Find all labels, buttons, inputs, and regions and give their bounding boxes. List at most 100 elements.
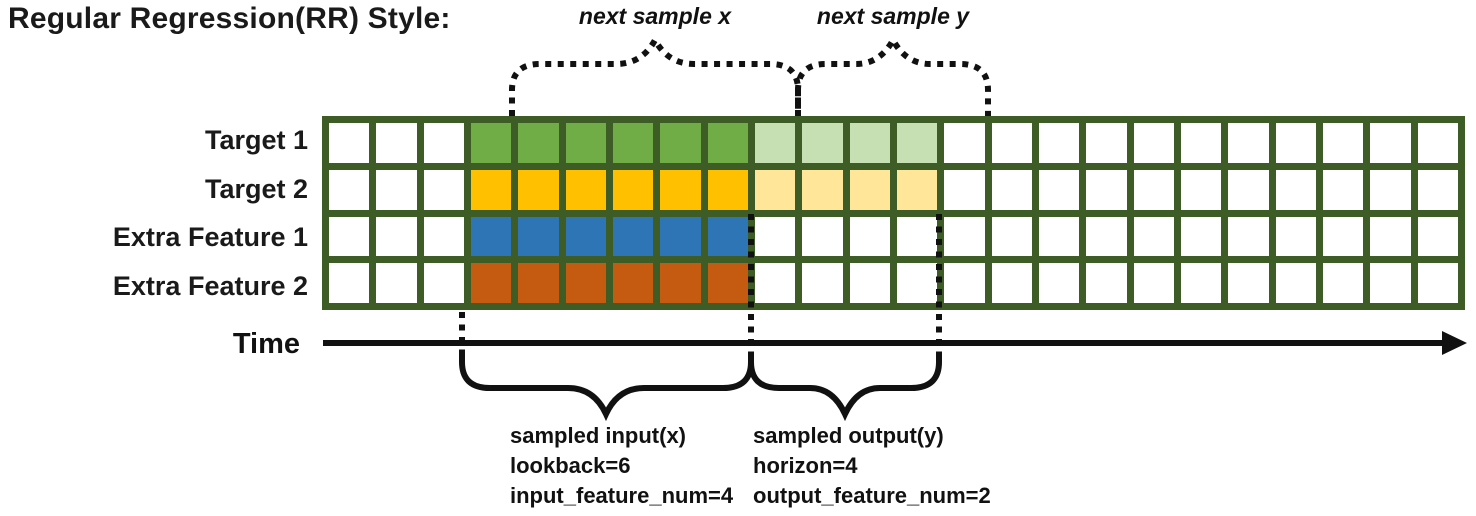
grid-cell	[849, 216, 890, 257]
grid-cell	[1417, 263, 1458, 303]
grid-cell	[1417, 169, 1458, 210]
grid-cell	[944, 169, 985, 210]
grid-cell	[754, 216, 796, 257]
grid-cell	[565, 169, 606, 210]
grid-cell	[802, 263, 843, 303]
grid-cell	[612, 263, 654, 303]
grid-cell	[754, 169, 796, 210]
grid-cell	[991, 263, 1032, 303]
grid-cell	[470, 123, 512, 163]
horizon-value: horizon=4	[753, 453, 858, 478]
grid-cell	[423, 123, 464, 163]
grid-cell	[849, 123, 890, 163]
grid-cell	[1038, 123, 1080, 163]
grid-cell	[1417, 216, 1458, 257]
grid-cell	[1322, 169, 1364, 210]
grid-cell	[660, 169, 701, 210]
grid-cell	[612, 169, 654, 210]
lookback-value: lookback=6	[510, 453, 631, 478]
grid-cell	[660, 216, 701, 257]
grid-cell	[802, 123, 843, 163]
grid-cell	[1228, 216, 1269, 257]
row-label-extra-feature-2: Extra Feature 2	[112, 270, 308, 301]
grid-cell	[896, 263, 938, 303]
next-sample-y-label: next sample y	[816, 3, 970, 29]
grid-cell	[423, 169, 464, 210]
grid-cell	[1086, 169, 1127, 210]
timeseries-grid	[322, 116, 1465, 310]
grid-cell	[802, 169, 843, 210]
grid-cell	[518, 263, 559, 303]
grid-cell	[660, 263, 701, 303]
grid-cell	[1228, 169, 1269, 210]
grid-cell	[1038, 169, 1080, 210]
grid-cell	[1180, 123, 1222, 163]
grid-cell	[329, 123, 370, 163]
page-title: Regular Regression(RR) Style:	[8, 2, 451, 35]
next-sample-y-brace	[795, 33, 991, 116]
grid-cell	[1133, 263, 1174, 303]
grid-cell	[944, 123, 985, 163]
grid-cell	[707, 263, 748, 303]
grid-cell	[1322, 216, 1364, 257]
grid-cell	[376, 123, 417, 163]
sampled-input-annotation: sampled input(x) lookback=6 input_featur…	[510, 421, 733, 511]
grid-cell	[1228, 123, 1269, 163]
row-label-target-2: Target 2	[204, 173, 308, 204]
grid-cell	[612, 123, 654, 163]
sampled-output-annotation: sampled output(y) horizon=4 output_featu…	[753, 421, 991, 511]
grid-cell	[754, 263, 796, 303]
grid-cell	[991, 169, 1032, 210]
grid-cell	[1417, 123, 1458, 163]
grid-cell	[1228, 263, 1269, 303]
time-axis-arrowhead	[1442, 331, 1467, 355]
grid-cell	[1133, 169, 1174, 210]
grid-cell	[1086, 263, 1127, 303]
grid-cell	[1180, 169, 1222, 210]
grid-cell	[470, 216, 512, 257]
grid-cell	[896, 169, 938, 210]
grid-cell	[896, 216, 938, 257]
grid-cell	[565, 123, 606, 163]
grid-cell	[1275, 169, 1316, 210]
grid-cell	[754, 123, 796, 163]
sampled-input-brace	[459, 352, 754, 422]
grid-cell	[707, 123, 748, 163]
grid-cell	[518, 123, 559, 163]
grid-cell	[423, 263, 464, 303]
next-sample-x-brace	[509, 33, 801, 116]
grid-cell	[1370, 169, 1411, 210]
grid-cell	[944, 216, 985, 257]
grid-cell	[1180, 263, 1222, 303]
grid-cell	[1370, 216, 1411, 257]
grid-cell	[1370, 263, 1411, 303]
grid-cell	[518, 216, 559, 257]
grid-cell	[565, 216, 606, 257]
grid-cell	[660, 123, 701, 163]
grid-cell	[329, 169, 370, 210]
grid-cell	[329, 216, 370, 257]
grid-cell	[707, 216, 748, 257]
time-axis-label: Time	[232, 328, 300, 360]
grid-cell	[1038, 216, 1080, 257]
sampled-output-brace	[748, 352, 942, 422]
grid-cell	[1180, 216, 1222, 257]
grid-cell	[1275, 123, 1316, 163]
grid-cell	[1275, 263, 1316, 303]
grid-cell	[329, 263, 370, 303]
grid-cell	[612, 216, 654, 257]
grid-cell	[944, 263, 985, 303]
grid-cell	[376, 263, 417, 303]
grid-cell	[1038, 263, 1080, 303]
grid-cell	[1275, 216, 1316, 257]
grid-cell	[1086, 216, 1127, 257]
grid-cell	[849, 169, 890, 210]
grid-cell	[991, 123, 1032, 163]
grid-cell	[376, 216, 417, 257]
grid-cell	[1133, 123, 1174, 163]
next-sample-x-label: next sample x	[578, 3, 732, 29]
row-label-extra-feature-1: Extra Feature 1	[112, 222, 308, 252]
grid-cell	[1322, 263, 1364, 303]
grid-cell	[1086, 123, 1127, 163]
